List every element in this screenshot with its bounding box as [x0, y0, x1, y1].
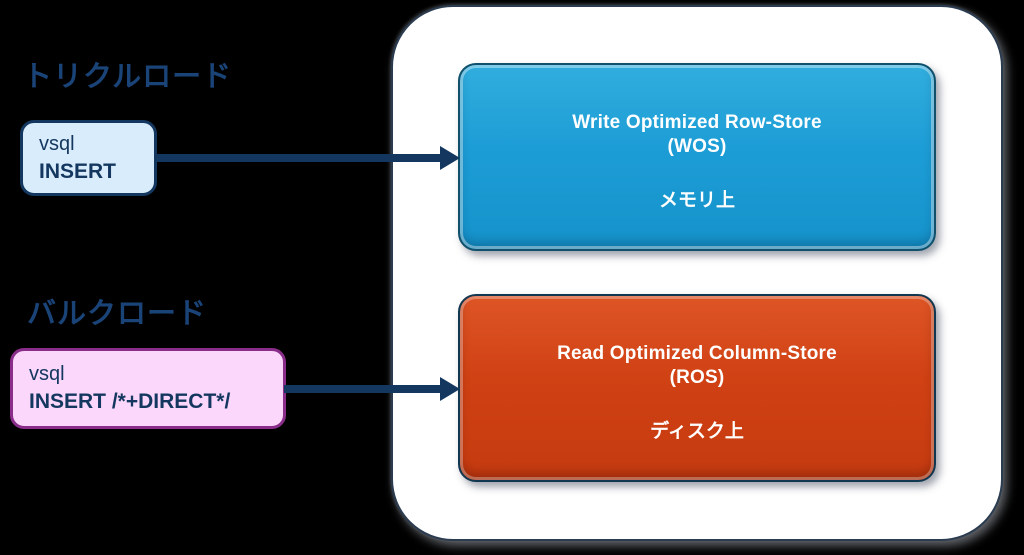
arrow-head-icon	[440, 146, 460, 170]
bulk-command-statement: INSERT /*+DIRECT*/	[29, 390, 231, 413]
arrow-line	[284, 385, 445, 393]
wos-store-box: Write Optimized Row-Store (WOS) メモリ上	[458, 63, 936, 251]
ros-location: ディスク上	[650, 421, 744, 442]
bulk-to-ros-arrow	[284, 374, 460, 404]
arrow-line	[156, 154, 445, 162]
trickle-command-statement: INSERT	[39, 159, 117, 183]
bulk-load-label: バルクロード	[27, 298, 208, 330]
ros-abbreviation: (ROS)	[669, 367, 725, 388]
trickle-load-label: トリクルロード	[23, 61, 233, 93]
bulk-command-box: vsql INSERT /*+DIRECT*/	[10, 348, 286, 429]
trickle-command-tool: vsql	[39, 132, 75, 155]
ros-title: Read Optimized Column-Store	[557, 343, 837, 364]
wos-location: メモリ上	[658, 190, 735, 211]
ros-store-box: Read Optimized Column-Store (ROS) ディスク上	[458, 294, 936, 482]
arrow-head-icon	[440, 377, 460, 401]
trickle-command-box: vsql INSERT	[20, 120, 157, 196]
bulk-command-tool: vsql	[29, 363, 65, 385]
trickle-to-wos-arrow	[156, 143, 460, 173]
wos-abbreviation: (WOS)	[667, 136, 727, 157]
wos-title: Write Optimized Row-Store	[572, 112, 822, 133]
